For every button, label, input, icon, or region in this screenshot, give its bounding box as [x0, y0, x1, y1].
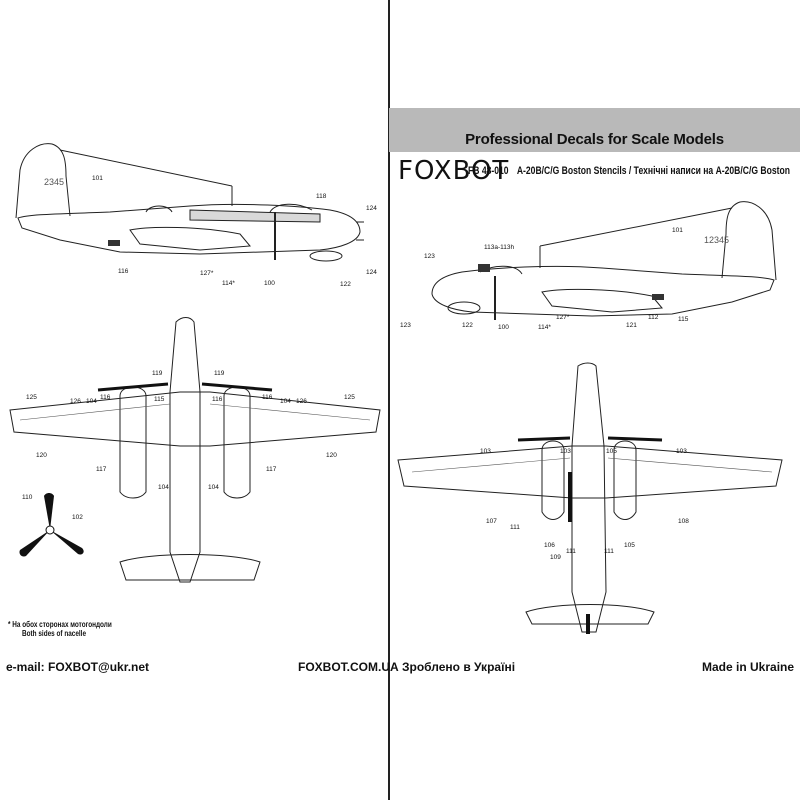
- callout-115-right: 115: [678, 316, 689, 323]
- callout-101-right: 101: [672, 227, 683, 234]
- left-top-view: [9, 317, 381, 583]
- callout-125-right: 125: [344, 394, 355, 401]
- note-en: Both sides of nacelle: [22, 629, 87, 638]
- callout-105-a: 105: [606, 448, 617, 455]
- callout-123-bottom: 123: [400, 322, 411, 329]
- callout-113: 113a-113h: [484, 244, 515, 251]
- brand-logo: FOXBOT: [398, 156, 510, 186]
- callout-104-bottom-left: 104: [158, 484, 169, 491]
- callout-116: 116: [118, 268, 129, 275]
- callout-116-c: 116: [262, 394, 273, 401]
- callout-127: 127*: [200, 270, 214, 277]
- callout-119-left: 119: [152, 370, 163, 377]
- callout-100-right: 100: [498, 324, 509, 331]
- callout-127-right: 127*: [556, 314, 570, 321]
- sheet-divider: [388, 0, 390, 800]
- footer-website: FOXBOT.COM.UA: [298, 660, 399, 674]
- right-side-serial: 12345: [704, 235, 730, 245]
- callout-111-a: 111: [510, 524, 520, 531]
- callout-120-left: 120: [36, 452, 47, 459]
- callout-126-left: 126: [70, 398, 81, 405]
- callout-104-bottom-right: 104: [208, 484, 219, 491]
- product-code: FB 48-010: [468, 165, 509, 177]
- callout-110: 110: [22, 494, 33, 501]
- callout-123-top: 123: [424, 253, 435, 260]
- callout-116-b: 116: [212, 396, 223, 403]
- callout-104-left: 104: [86, 398, 97, 405]
- callout-115-top: 115: [154, 396, 165, 403]
- callout-114: 114*: [222, 280, 235, 287]
- callout-100: 100: [264, 280, 275, 287]
- footer-email: e-mail: FOXBOT@ukr.net: [6, 660, 150, 674]
- callout-108: 108: [678, 518, 689, 525]
- callout-103-c: 103: [676, 448, 687, 455]
- callout-120-right: 120: [326, 452, 337, 459]
- callout-117-left: 117: [96, 466, 107, 473]
- tagline: Professional Decals for Scale Models: [465, 131, 724, 148]
- callout-111-b: 111: [566, 548, 576, 555]
- product-title: A-20B/C/G Boston Stencils / Технічні нап…: [516, 165, 790, 177]
- callout-106: 106: [544, 542, 555, 549]
- callout-109: 109: [550, 554, 561, 561]
- callout-124-bottom: 124: [366, 269, 377, 276]
- right-side-profile: [431, 201, 777, 320]
- callout-124-top: 124: [366, 205, 377, 212]
- product-title-line: FB 48-010 A-20B/C/G Boston Stencils / Те…: [468, 165, 790, 177]
- callout-105-b: 105: [624, 542, 635, 549]
- header-banner: Professional Decals for Scale Models: [389, 108, 800, 152]
- callout-103-b: 103: [560, 448, 571, 455]
- footer-made-en: Made in Ukraine: [702, 660, 795, 674]
- callout-118: 118: [316, 193, 327, 200]
- callout-114-right: 114*: [538, 324, 551, 331]
- callout-107: 107: [486, 518, 497, 525]
- callout-119-right: 119: [214, 370, 225, 377]
- note-ua: * На обох сторонах мотогондоли: [8, 620, 112, 629]
- callout-103-a: 103: [480, 448, 491, 455]
- footer-made-ua: Зроблено в Україні: [402, 660, 516, 674]
- callout-122-right: 122: [462, 322, 473, 329]
- propeller-drawing: [19, 493, 84, 557]
- callout-121: 121: [626, 322, 637, 329]
- callout-126-right: 126: [296, 398, 307, 405]
- callout-104-right: 104: [280, 398, 291, 405]
- callout-116-a: 116: [100, 394, 111, 401]
- callout-117-right: 117: [266, 466, 277, 473]
- callout-101: 101: [92, 175, 103, 182]
- left-side-serial: 2345: [44, 177, 65, 187]
- left-side-profile: [15, 143, 364, 262]
- callout-111-c: 111: [604, 548, 614, 555]
- callout-122: 122: [340, 281, 351, 288]
- callout-125-left: 125: [26, 394, 37, 401]
- callout-112: 112: [648, 314, 659, 321]
- right-bottom-view: [397, 362, 783, 634]
- callout-102: 102: [72, 514, 83, 521]
